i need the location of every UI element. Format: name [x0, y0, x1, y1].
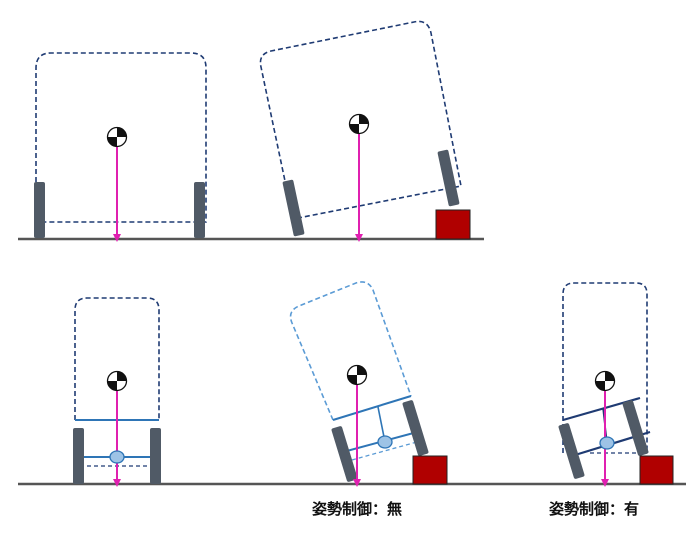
- right-wheel: [150, 428, 161, 484]
- left-wheel: [34, 182, 45, 238]
- vehicle-body-outline: [35, 52, 207, 223]
- suspension-pivot: [599, 436, 615, 450]
- center-of-gravity-marker: [348, 113, 370, 135]
- obstacle-block: [435, 209, 471, 240]
- suspension-top-beam: [332, 395, 412, 421]
- right-wheel: [437, 149, 460, 207]
- vehicle-body-outline: [259, 20, 462, 220]
- caption-attitude-control-on: 姿勢制御：有: [549, 500, 640, 518]
- panel-tilted: [259, 20, 471, 242]
- right-wheel: [622, 400, 649, 456]
- suspension-dashed-link: [351, 439, 425, 461]
- suspension-pivot: [377, 435, 393, 449]
- right-wheel: [402, 400, 429, 456]
- left-wheel: [558, 423, 585, 479]
- left-wheel: [282, 179, 305, 237]
- obstacle-block: [412, 455, 448, 485]
- panel-suspension-upright: [73, 297, 161, 487]
- caption-attitude-control-off: 姿勢制御：無: [312, 500, 403, 518]
- panel-with-attitude-control: [558, 282, 674, 487]
- center-of-gravity-marker: [106, 126, 128, 148]
- panel-upright: [34, 52, 207, 242]
- suspension-pivot: [109, 450, 125, 464]
- panel-no-attitude-control: [289, 281, 448, 487]
- left-wheel: [73, 428, 84, 484]
- vehicle-body-outline: [74, 297, 160, 420]
- left-wheel: [331, 426, 358, 482]
- right-wheel: [194, 182, 205, 238]
- center-of-gravity-marker: [594, 370, 616, 392]
- vehicle-body-outline: [562, 282, 648, 453]
- obstacle-block: [639, 455, 674, 485]
- center-of-gravity-marker: [106, 370, 128, 392]
- vehicle-body-outline: [289, 281, 412, 421]
- center-of-gravity-marker: [346, 364, 368, 386]
